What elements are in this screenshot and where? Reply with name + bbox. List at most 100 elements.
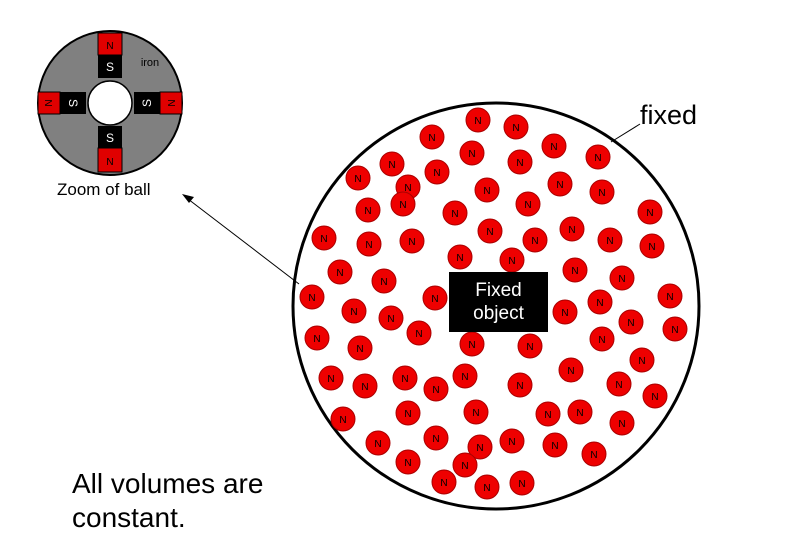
ball-label: N [404, 458, 411, 469]
fixed-object: Fixed object [449, 272, 548, 332]
ball-48: N [662, 316, 688, 342]
bottom-magnet-south [98, 126, 122, 148]
ball-label: N [380, 277, 387, 288]
fixed-object-label-line1: Fixed [475, 280, 522, 301]
ball-label: N [638, 356, 645, 367]
ball-40: N [378, 305, 404, 331]
ball-body [463, 399, 489, 425]
ball-body [395, 400, 421, 426]
ball-33: N [609, 265, 635, 291]
ball-label: N [512, 123, 519, 134]
ball-label: N [474, 116, 481, 127]
ball-body [637, 199, 663, 225]
ball-body [399, 228, 425, 254]
ball-label: N [433, 168, 440, 179]
ball-body [442, 200, 468, 226]
ball-body [352, 373, 378, 399]
ball-46: N [517, 333, 543, 359]
ball-body [318, 365, 344, 391]
ball-label: N [374, 439, 381, 450]
ball-4: N [541, 133, 567, 159]
ball-36: N [422, 285, 448, 311]
ball-35: N [341, 298, 367, 324]
ball-29: N [371, 268, 397, 294]
ball-body [379, 151, 405, 177]
ball-body [589, 326, 615, 352]
ball-label: N [516, 158, 523, 169]
ball-label: N [364, 206, 371, 217]
ball-label: N [508, 437, 515, 448]
ball-label: N [646, 208, 653, 219]
ball-label: N [606, 236, 613, 247]
ball-body [431, 469, 457, 495]
ball-label: N [571, 266, 578, 277]
ball-label: N [356, 344, 363, 355]
ball-label: N [508, 256, 515, 267]
ball-body [459, 140, 485, 166]
ball-body [395, 449, 421, 475]
ball-18: N [442, 200, 468, 226]
ball-label: N [313, 334, 320, 345]
ball-73: N [474, 474, 500, 500]
ball-label: N [468, 340, 475, 351]
ball-15: N [390, 191, 416, 217]
bottom-magnet-south-label: S [106, 131, 114, 145]
ball-14: N [355, 197, 381, 223]
ball-72: N [431, 469, 457, 495]
right-magnet-south [134, 92, 160, 114]
ball-71: N [395, 449, 421, 475]
ball-body [447, 244, 473, 270]
ball-body [304, 325, 330, 351]
ball-body [345, 165, 371, 191]
ball-64: N [609, 410, 635, 436]
ball-body [618, 309, 644, 335]
ball-label: N [476, 443, 483, 454]
ball-label: N [336, 268, 343, 279]
ball-body [365, 430, 391, 456]
volume-note-line2: constant. [72, 502, 186, 533]
ball-label: N [671, 325, 678, 336]
ball-label: N [461, 372, 468, 383]
ball-68: N [499, 428, 525, 454]
ball-body [657, 283, 683, 309]
ball-body [327, 259, 353, 285]
ball-body [474, 177, 500, 203]
ball-41: N [618, 309, 644, 335]
ball-label: N [365, 240, 372, 251]
ball-45: N [459, 331, 485, 357]
ball-label: N [432, 385, 439, 396]
ball-body [587, 289, 613, 315]
ball-51: N [392, 365, 418, 391]
ball-label: N [339, 415, 346, 426]
ball-body [452, 452, 478, 478]
ball-label: N [556, 180, 563, 191]
ball-label: N [461, 461, 468, 472]
fixed-label-leader [610, 123, 641, 143]
ball-43: N [347, 335, 373, 361]
ball-60: N [395, 400, 421, 426]
fixed-label: fixed [640, 100, 698, 130]
right-magnet-north [159, 91, 183, 115]
ball-body [499, 428, 525, 454]
ball-55: N [558, 357, 584, 383]
iron-label: iron [141, 57, 159, 69]
ball-body [347, 335, 373, 361]
ball-25: N [559, 216, 585, 242]
ball-body [355, 197, 381, 223]
ball-body [474, 474, 500, 500]
ball-label: N [468, 149, 475, 160]
ball-body [639, 233, 665, 259]
bottom-magnet-north [97, 147, 123, 173]
ball-label: N [551, 441, 558, 452]
ball-label: N [594, 153, 601, 164]
container-boundary [291, 101, 701, 511]
ball-label: N [618, 419, 625, 430]
ball-label: N [651, 392, 658, 403]
ball-label: N [648, 242, 655, 253]
ball-label: N [408, 237, 415, 248]
ball-57: N [629, 347, 655, 373]
left-magnet-south [60, 92, 86, 114]
ball-body [547, 171, 573, 197]
ball-body [459, 331, 485, 357]
ball-17: N [515, 191, 541, 217]
